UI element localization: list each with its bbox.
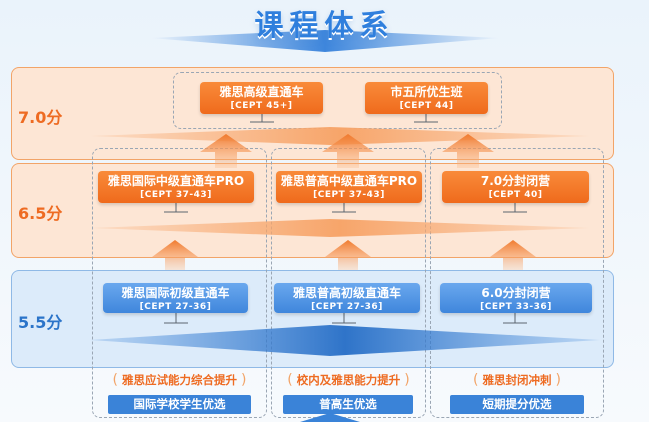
course-cept: [CEPT 27-36]: [311, 302, 383, 312]
track-feature-general: ( 校内及雅思能力提升 ): [271, 372, 426, 388]
course-cept: [CEPT 45+]: [230, 101, 293, 111]
course-cept: [CEPT 37-43]: [140, 190, 212, 200]
course-card-advanced[interactable]: 雅思高级直通车 [CEPT 45+]: [200, 82, 323, 114]
band-tier-7-0: [90, 127, 590, 145]
course-card-6-0-camp[interactable]: 6.0分封闭营 [CEPT 33-36]: [440, 283, 592, 313]
course-card-7-0-camp[interactable]: 7.0分封闭营 [CEPT 40]: [442, 171, 589, 203]
track-feature-camp: ( 雅思封闭冲刺 ): [430, 372, 604, 388]
track-outline-international: [92, 148, 267, 418]
course-name: 6.0分封闭营: [481, 286, 551, 300]
laurel-right-icon: ): [404, 372, 410, 388]
course-card-intl-intermediate-pro[interactable]: 雅思国际中级直通车PRO [CEPT 37-43]: [98, 171, 254, 203]
laurel-left-icon: (: [112, 372, 118, 388]
course-name: 雅思国际中级直通车PRO: [107, 174, 245, 188]
tier-label-6-5: 6.5分: [18, 204, 63, 223]
feature-text: 雅思封闭冲刺: [482, 373, 552, 387]
track-feature-international: ( 雅思应试能力综合提升 ): [92, 372, 267, 388]
arrow-up-left-top: [200, 134, 252, 168]
connectors: [164, 114, 527, 324]
course-name: 雅思国际初级直通车: [121, 286, 230, 300]
course-name: 市五所优生班: [390, 85, 463, 99]
feature-text: 雅思应试能力综合提升: [122, 373, 237, 387]
track-target-international: 国际学校学生优选: [108, 395, 251, 414]
laurel-left-icon: (: [287, 372, 293, 388]
course-card-intl-beginner[interactable]: 雅思国际初级直通车 [CEPT 27-36]: [103, 283, 248, 313]
band-tier-5-5: [90, 325, 600, 356]
title-banner-arrow: [150, 30, 500, 52]
bottom-arrow-center: [300, 413, 360, 422]
course-name: 7.0分封闭营: [480, 174, 551, 188]
laurel-right-icon: ): [555, 372, 561, 388]
course-card-general-intermediate-pro[interactable]: 雅思普高中级直通车PRO [CEPT 37-43]: [276, 171, 422, 203]
course-cept: [CEPT 27-36]: [139, 302, 212, 312]
page-title: 课程体系: [254, 8, 395, 42]
course-card-general-beginner[interactable]: 雅思普高初级直通车 [CEPT 27-36]: [274, 283, 420, 313]
track-target-camp: 短期提分优选: [450, 395, 584, 414]
feature-text: 校内及雅思能力提升: [296, 373, 401, 387]
arrow-up-center-top: [322, 134, 374, 168]
course-cept: [CEPT 33-36]: [480, 302, 552, 312]
band-tier-6-5: [90, 219, 590, 237]
tier-label-5-5: 5.5分: [18, 313, 63, 332]
arrow-up-right-top: [442, 134, 494, 168]
arrow-up-center-mid: [325, 240, 371, 270]
tier-label-7-0: 7.0分: [18, 108, 63, 127]
laurel-right-icon: ): [241, 372, 247, 388]
arrow-up-left-mid: [152, 240, 198, 270]
course-name: 雅思普高初级直通车: [292, 286, 401, 300]
course-name: 雅思高级直通车: [219, 85, 304, 99]
course-name: 雅思普高中级直通车PRO: [280, 174, 418, 188]
course-cept: [CEPT 40]: [488, 190, 543, 200]
laurel-left-icon: (: [473, 372, 479, 388]
arrow-up-right-mid: [490, 240, 536, 270]
course-card-elite-class[interactable]: 市五所优生班 [CEPT 44]: [365, 82, 488, 114]
track-outline-camp: [430, 148, 604, 418]
course-cept: [CEPT 44]: [399, 101, 454, 111]
course-cept: [CEPT 37-43]: [313, 190, 385, 200]
track-target-general: 普高生优选: [283, 395, 413, 414]
